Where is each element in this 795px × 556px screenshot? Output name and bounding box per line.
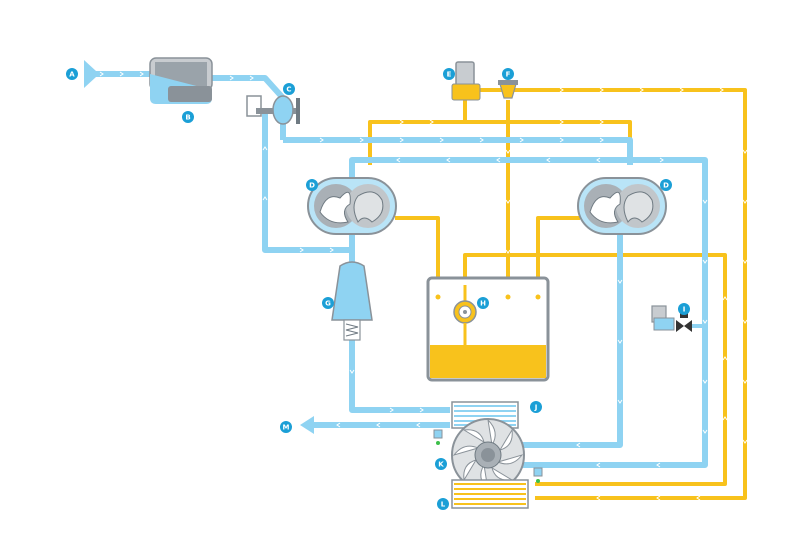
svg-text:I: I [683, 306, 686, 314]
svg-text:J: J [534, 404, 538, 412]
air-outlet-arrowhead [300, 416, 314, 434]
pulsation-damper [331, 261, 373, 341]
oil-filter-f [498, 80, 518, 99]
svg-text:G: G [325, 300, 331, 308]
air-bypass-left [262, 110, 355, 253]
label-e: E [443, 68, 455, 80]
svg-text:M: M [283, 424, 290, 432]
label-g: G [322, 297, 334, 309]
oil-line-right-2 [463, 253, 727, 486]
air-filter [149, 57, 213, 104]
label-c: C [283, 83, 295, 95]
label-d-right: D [660, 179, 672, 191]
condensate-drain-right [533, 467, 543, 483]
oil-line-upper-loop [368, 100, 467, 165]
compressor-element-right [577, 177, 667, 235]
label-h: H [477, 297, 489, 309]
label-b: B [182, 111, 194, 123]
label-i: I [678, 303, 690, 315]
oil-line-d2-tank [536, 216, 580, 290]
label-a: A [66, 68, 78, 80]
svg-text:L: L [441, 501, 446, 509]
intake-valve [246, 95, 300, 125]
svg-text:A: A [69, 71, 75, 79]
label-k: K [435, 458, 447, 470]
svg-text:C: C [286, 86, 291, 94]
air-g-to-cooler [349, 338, 450, 413]
svg-text:D: D [309, 182, 315, 190]
oil-filter [453, 300, 477, 345]
cooling-fan [451, 418, 525, 492]
oil-cooler [451, 479, 529, 509]
oil-circuit [368, 88, 747, 500]
compressor-element-left [307, 177, 397, 235]
air-upper-loop [349, 157, 708, 468]
air-d2-down [520, 235, 623, 448]
label-m: M [280, 421, 292, 433]
oil-chevrons [399, 87, 748, 501]
svg-text:D: D [663, 182, 669, 190]
oil-valve-e [451, 61, 481, 101]
air-chevrons [99, 71, 708, 468]
label-d-left: D [306, 179, 318, 191]
oil-tank [426, 276, 550, 382]
air-circuit [90, 71, 708, 468]
svg-text:E: E [447, 71, 452, 79]
svg-text:F: F [506, 71, 511, 79]
svg-text:B: B [185, 114, 190, 122]
oil-line-top [480, 88, 747, 500]
condensate-drain-left [433, 429, 443, 445]
label-f: F [502, 68, 514, 80]
oil-line-d1-tank [395, 216, 440, 290]
label-l: L [437, 498, 449, 510]
air-inlet-funnel [84, 60, 96, 88]
label-j: J [530, 401, 542, 413]
svg-text:K: K [438, 461, 444, 469]
svg-text:H: H [480, 300, 486, 308]
